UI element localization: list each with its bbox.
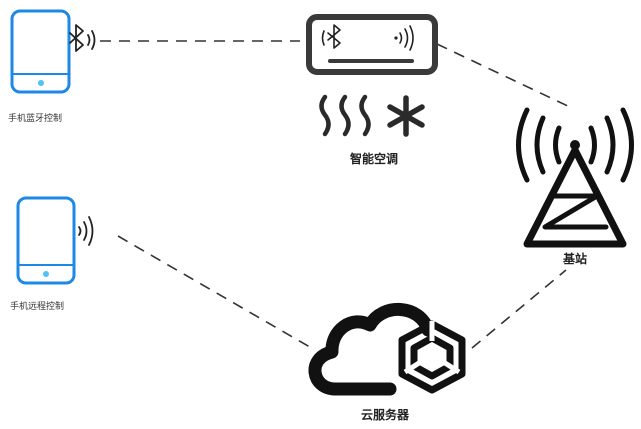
cloud-server-label: 云服务器: [361, 408, 410, 422]
phone-bluetooth-icon: [10, 9, 71, 94]
snowflake-icon: [387, 95, 425, 137]
base-station-label: 基站: [563, 252, 588, 266]
air-conditioner-label: 智能空调: [350, 152, 399, 166]
cloud-server-icon: [308, 303, 466, 396]
phone-bluetooth-label: 手机蓝牙控制: [8, 114, 63, 124]
link-ac-to-base-station: [436, 43, 573, 109]
air-conditioner-icon: [306, 14, 438, 75]
link-phone-remote-to-cloud: [117, 235, 316, 351]
bluetooth-icon: [69, 24, 96, 52]
phone-remote-label: 手机远程控制: [10, 302, 65, 312]
link-cloud-to-base-station: [471, 269, 567, 349]
wireless-signal-icon: [78, 216, 94, 246]
base-station-tower-icon: [516, 107, 634, 248]
heating-waves-icon: [319, 94, 371, 137]
phone-remote-icon: [16, 196, 76, 285]
